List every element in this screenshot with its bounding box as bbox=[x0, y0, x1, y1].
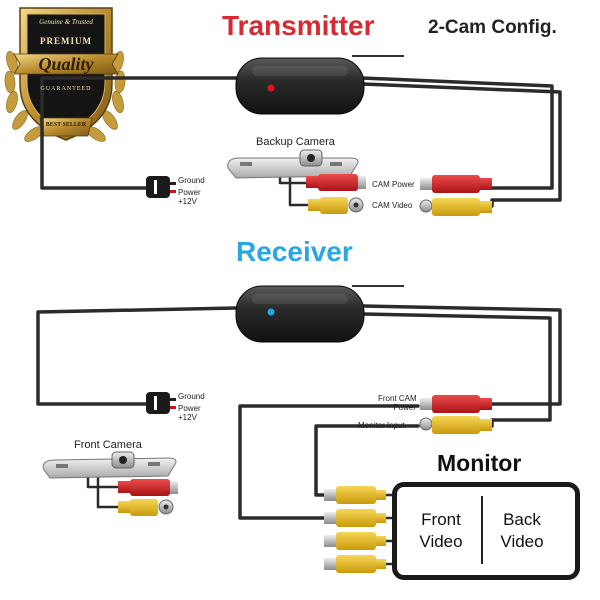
rx-ground-label: Ground bbox=[178, 392, 205, 401]
monitor-rca-inputs bbox=[324, 486, 396, 573]
front-camera-label: Front Camera bbox=[74, 439, 142, 451]
badge-line3: Quality bbox=[38, 54, 94, 74]
monitor-rca-1 bbox=[324, 486, 386, 504]
receiver-title: Receiver bbox=[236, 236, 353, 267]
monitor-title: Monitor bbox=[437, 450, 522, 476]
transmitter-module bbox=[235, 57, 365, 115]
backup-camera-label: Backup Camera bbox=[256, 136, 335, 148]
tx-ground-label: Ground bbox=[178, 176, 205, 185]
tx-power-plug bbox=[146, 176, 176, 198]
monitor-input-label: Monitor Input bbox=[358, 421, 405, 430]
tx-campower-cable bbox=[360, 76, 554, 190]
monitor-front-video-label: Front Video bbox=[419, 510, 463, 551]
monitor-frame bbox=[392, 482, 580, 580]
monitor-rca-3 bbox=[324, 532, 386, 550]
monitor-divider bbox=[481, 496, 483, 564]
tx-power-label: Power +12V bbox=[178, 188, 201, 206]
receiver-led bbox=[267, 308, 275, 316]
tx-module-connectors bbox=[419, 175, 492, 216]
badge-line1: Genuine & Trusted bbox=[39, 18, 93, 26]
monitor-rca-2 bbox=[324, 509, 386, 527]
cam-power-label: CAM Power bbox=[372, 180, 415, 189]
front-camera bbox=[42, 451, 177, 479]
monitor-rca-4 bbox=[324, 555, 386, 573]
rx-power-plug bbox=[146, 392, 176, 414]
tx-camera-connectors bbox=[306, 174, 366, 214]
receiver-module bbox=[235, 285, 365, 343]
backup-camera bbox=[227, 149, 359, 179]
transmitter-title: Transmitter bbox=[222, 10, 375, 41]
front-camera-connectors bbox=[118, 479, 178, 516]
tx-power-cable bbox=[40, 76, 238, 190]
transmitter-led bbox=[267, 84, 275, 92]
badge-line4: GUARANTEED bbox=[40, 86, 92, 92]
badge-line5: BEST SELLER bbox=[45, 122, 87, 128]
rx-frontcam-power-cable bbox=[360, 304, 562, 406]
badge-line2: PREMIUM bbox=[40, 36, 92, 46]
cam-video-label: CAM Video bbox=[372, 201, 413, 210]
rx-power-cable bbox=[36, 306, 238, 406]
config-label: 2-Cam Config. bbox=[428, 17, 557, 38]
rx-power-label: Power +12V bbox=[178, 404, 201, 422]
front-cam-power-label: Front CAM Power bbox=[378, 394, 417, 412]
rx-module-connectors bbox=[419, 395, 492, 434]
monitor-back-video-label: Back Video bbox=[500, 510, 544, 551]
